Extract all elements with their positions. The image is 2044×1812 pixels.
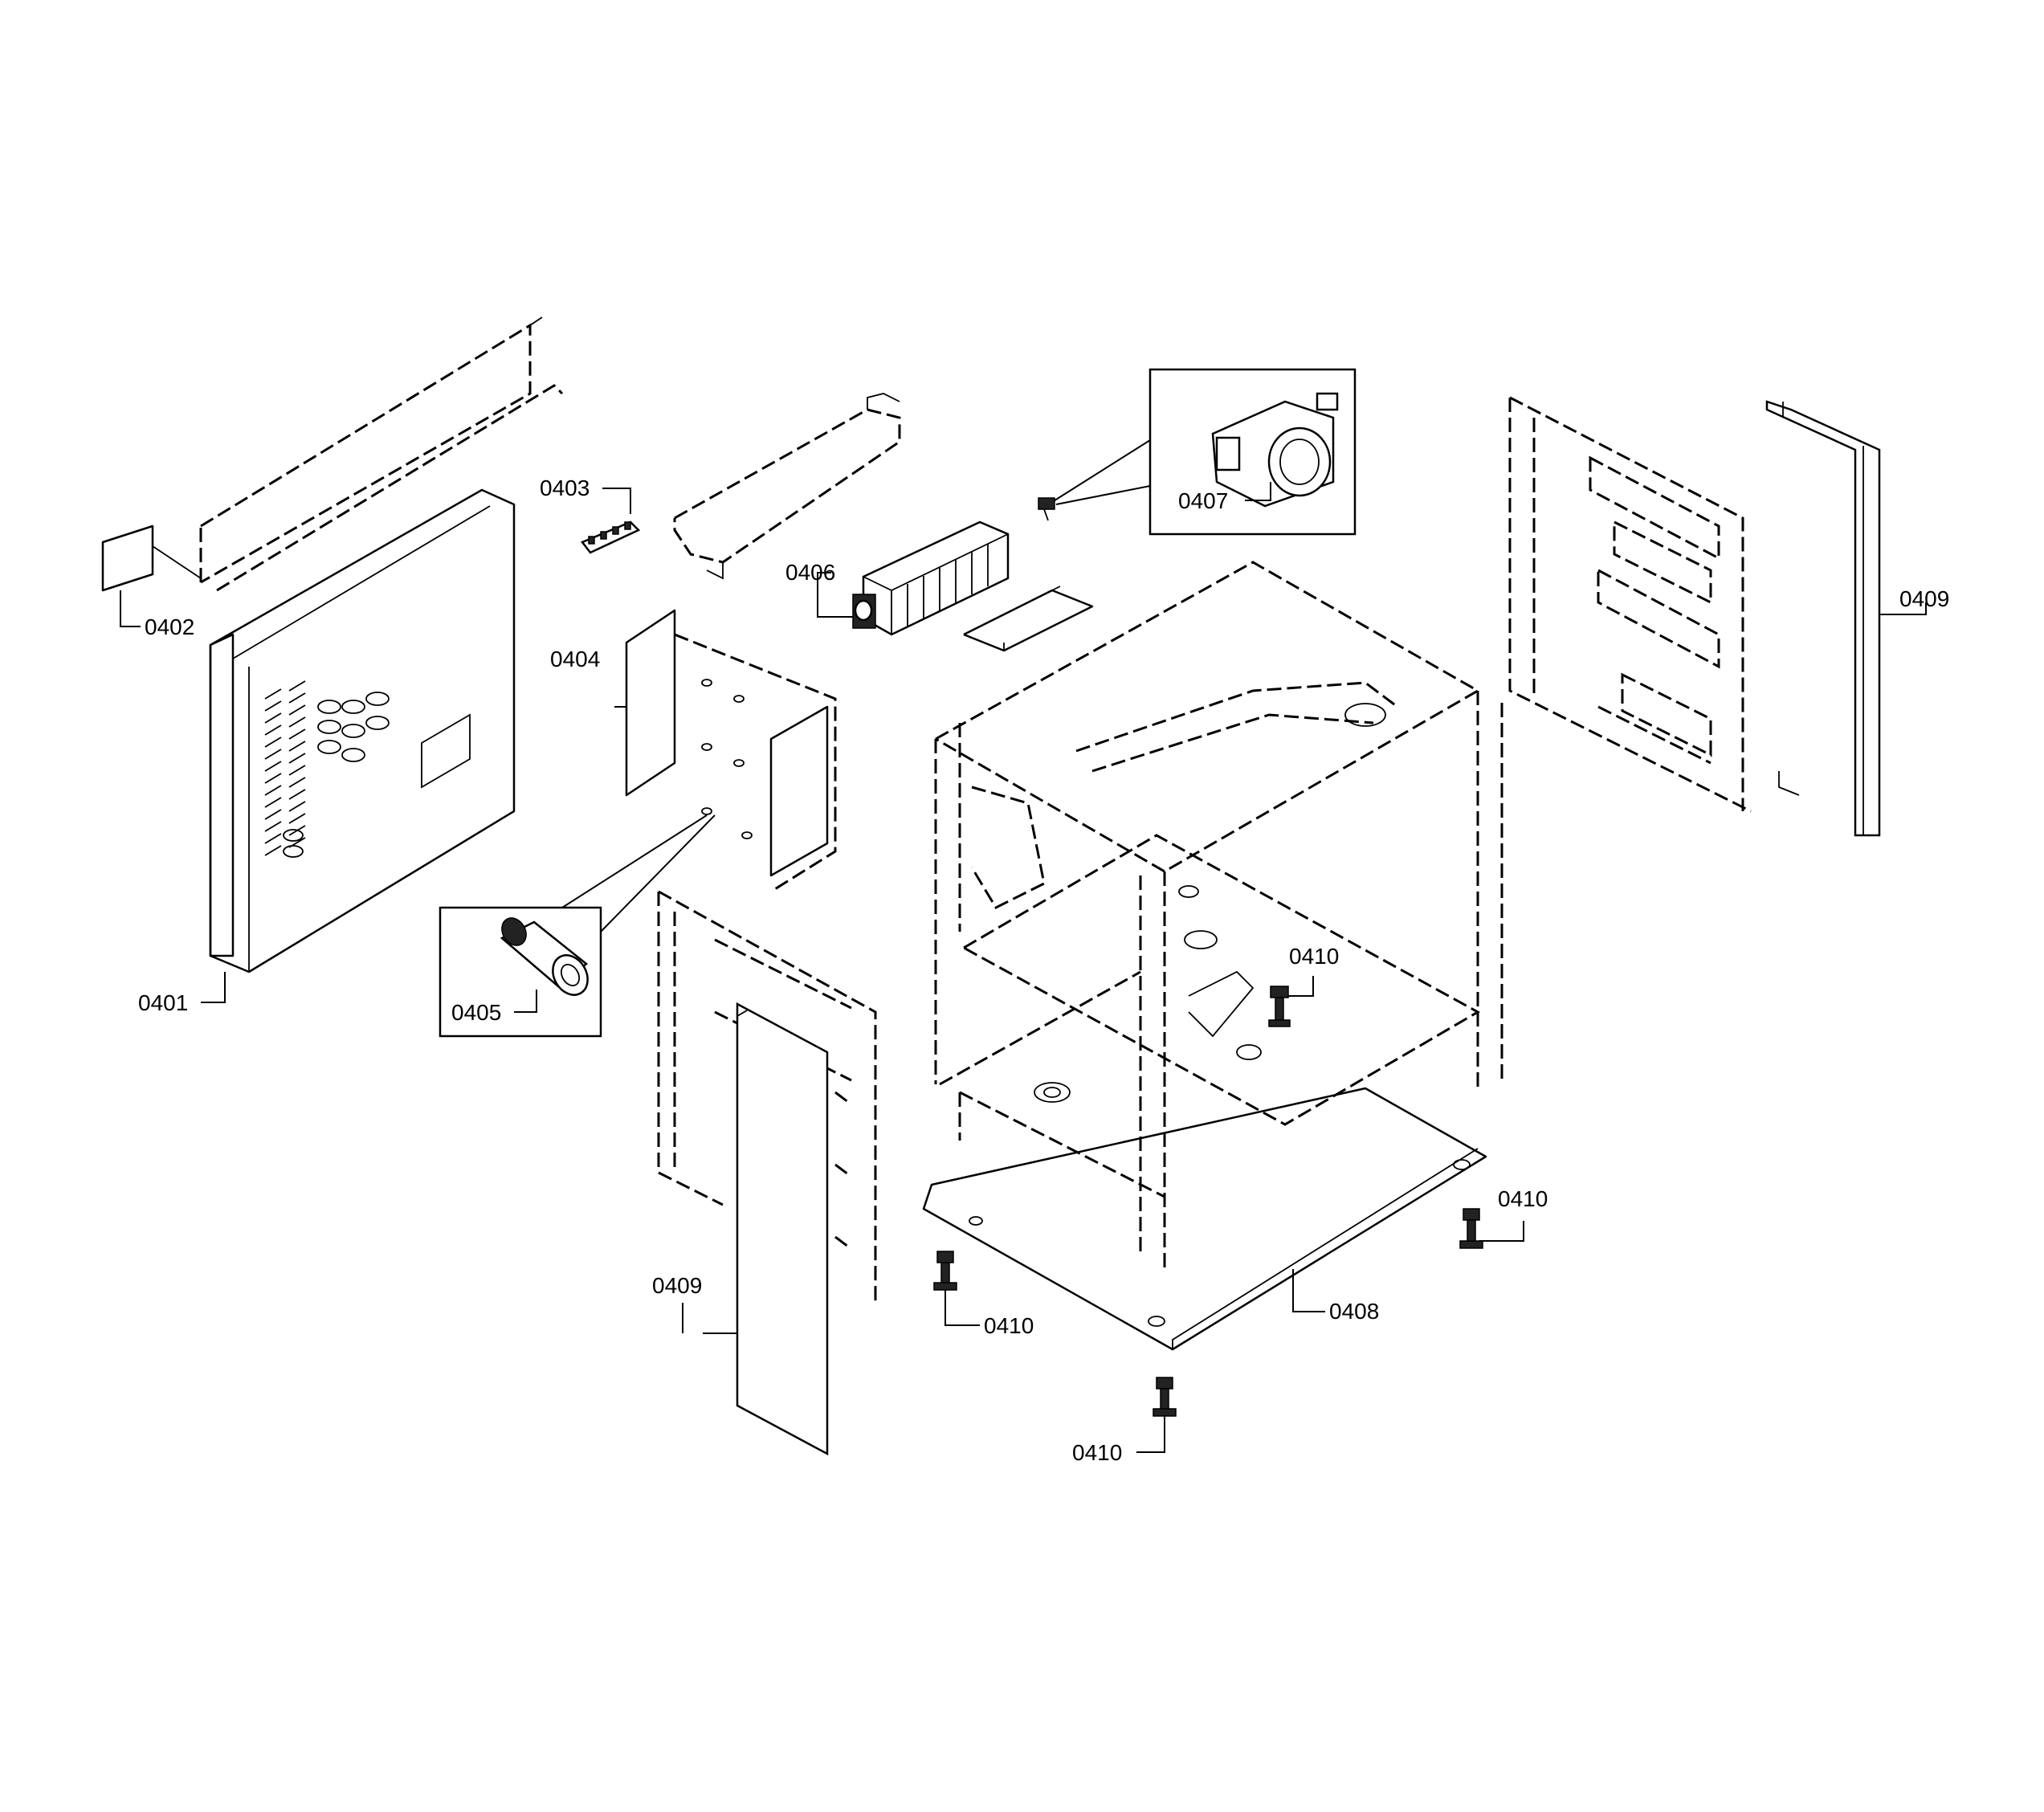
screw-0410-front-left [933, 1251, 980, 1326]
thermostat-small-icon [1038, 497, 1055, 521]
part-0401-back-panel [201, 488, 516, 1003]
part-0405-capacitor-callout [439, 814, 716, 1038]
part-0404-control-board [614, 609, 837, 893]
label-0403: 0403 [540, 475, 590, 500]
part-0409-right-trim [1765, 400, 1927, 837]
label-0401: 0401 [138, 990, 188, 1015]
part-0406-fan-motor [817, 520, 1010, 636]
screw-icon [1268, 986, 1291, 1027]
right-side-panel [1508, 396, 1752, 813]
fan-mount-bracket [963, 586, 1094, 652]
part-0408-base-plate [922, 1087, 1487, 1351]
screw-icon [933, 1251, 957, 1291]
label-0404: 0404 [550, 647, 600, 671]
capacitor-icon [500, 917, 589, 996]
label-0407: 0407 [1178, 488, 1228, 513]
screw-0410-center [1268, 976, 1314, 1027]
screw-icon [1459, 1208, 1483, 1249]
label-0410-front-left: 0410 [984, 1313, 1034, 1338]
label-0402: 0402 [145, 614, 194, 639]
label-0410-bottom: 0410 [1072, 1440, 1122, 1465]
label-0410-center: 0410 [1289, 944, 1339, 969]
part-0409-left-side-panel [657, 890, 877, 1456]
part-0407-thermostat-callout [1038, 368, 1357, 536]
oven-cavity-frame [934, 561, 1503, 1269]
air-duct-shroud [673, 393, 901, 580]
screw-icon [1153, 1377, 1177, 1417]
fan-motor-icon [852, 594, 876, 629]
part-0402-bracket [101, 524, 202, 627]
label-0409-left: 0409 [652, 1273, 702, 1298]
screw-0410-right [1459, 1208, 1524, 1249]
label-0405: 0405 [451, 1000, 501, 1025]
label-0406: 0406 [785, 560, 835, 585]
label-0409-right: 0409 [1899, 586, 1949, 611]
rear-top-panel [199, 316, 564, 592]
thermostat-icon [1211, 392, 1339, 508]
label-0410-right: 0410 [1498, 1186, 1548, 1211]
part-0403-terminal-block [581, 488, 641, 554]
label-0408: 0408 [1329, 1299, 1379, 1324]
screw-0410-bottom [1136, 1377, 1177, 1453]
